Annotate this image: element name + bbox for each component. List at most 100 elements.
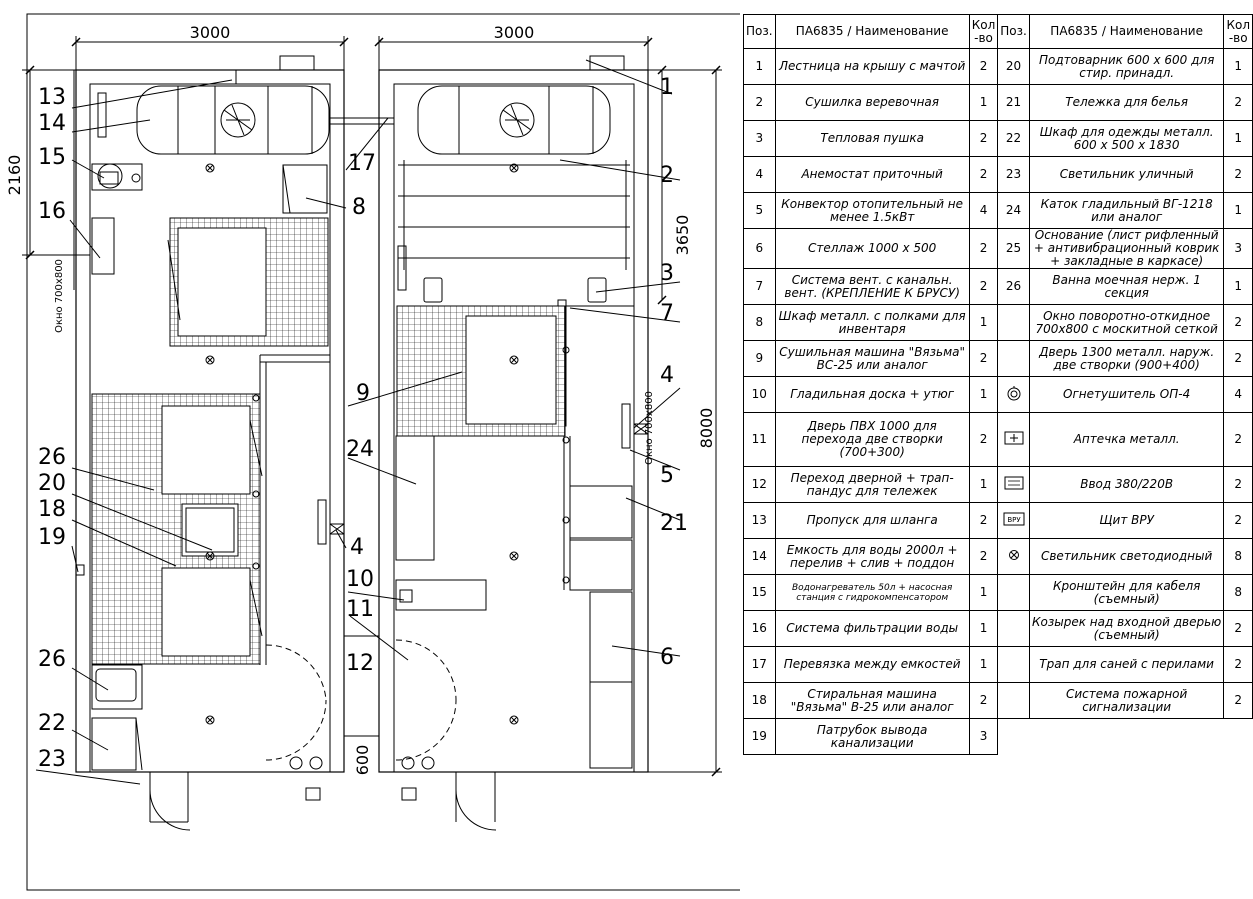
spec-right-qty: 2 (1223, 646, 1253, 683)
spec-right-pos: 22 (997, 120, 1030, 157)
callout-17: 17 (348, 151, 376, 176)
spec-right-name: Шкаф для одежды металл. 600 х 500 х 1830 (1028, 120, 1225, 157)
spec-left-name: Патрубок вывода канализации (774, 718, 970, 755)
spec-header-cell: ПА6835 / Наименование (1028, 14, 1225, 49)
spec-left-name: Пропуск для шланга (774, 502, 970, 539)
extinguisher-icon (401, 756, 435, 770)
spec-left-qty: 1 (968, 466, 999, 503)
spec-left-name: Емкость для воды 2000л + перелив + слив … (774, 538, 970, 575)
spec-left-pos: 10 (743, 376, 776, 413)
drying-rack (398, 160, 630, 270)
spec-right-qty: 2 (1223, 682, 1253, 719)
dim-600: 600 (353, 745, 372, 776)
spec-left-qty: 2 (968, 502, 999, 539)
dim-3650: 3650 (673, 215, 692, 256)
spec-right-pos (997, 574, 1030, 611)
spec-left-qty: 2 (968, 228, 999, 269)
spec-left-name: Анемостат приточный (774, 156, 970, 193)
input-panel-icon (305, 787, 321, 801)
spec-right-qty: 1 (1223, 268, 1253, 305)
spec-left-pos: 6 (743, 228, 776, 269)
spec-right-name: Аптечка металл. (1028, 412, 1225, 467)
callout-14: 14 (38, 111, 66, 136)
spec-right-qty: 2 (1223, 610, 1253, 647)
window-label-right: Окно 700х800 (644, 391, 655, 465)
spec-left-pos: 13 (743, 502, 776, 539)
callout-12: 12 (346, 651, 374, 676)
ext-icon (997, 376, 1030, 413)
callout-3: 3 (660, 261, 674, 286)
spec-left-pos: 12 (743, 466, 776, 503)
spec-left-qty: 2 (968, 120, 999, 157)
spec-header-cell: Кол -во (968, 14, 999, 49)
spec-left-name: Водонагреватель 50л + насосная станция с… (774, 574, 970, 611)
spec-right-name: Окно поворотно-откидное 700х800 с москит… (1028, 304, 1225, 341)
spec-left-qty: 1 (968, 304, 999, 341)
spec-left-pos: 5 (743, 192, 776, 229)
spec-right-qty: 2 (1223, 304, 1253, 341)
spec-right-pos (997, 304, 1030, 341)
spec-left-name: Стиральная машина "Вязьма" В-25 или анал… (774, 682, 970, 719)
lamp-icon (997, 538, 1030, 575)
spec-left-pos: 17 (743, 646, 776, 683)
spec-right-name: Основание (лист рифленный + антивибрацио… (1028, 228, 1225, 269)
callout-2: 2 (660, 163, 674, 188)
spec-left-pos: 1 (743, 48, 776, 85)
spec-right-name: Светильник уличный (1028, 156, 1225, 193)
spec-left-pos: 16 (743, 610, 776, 647)
spec-left-qty: 2 (968, 268, 999, 305)
spec-right-name: Каток гладильный ВГ-1218 или аналог (1028, 192, 1225, 229)
callout-13: 13 (38, 85, 66, 110)
spec-left-qty: 2 (968, 156, 999, 193)
spec-left-qty: 4 (968, 192, 999, 229)
spec-right-pos: 26 (997, 268, 1030, 305)
floor-plan: 3000 3000 2160 Окно 700х800 8000 3650 Ок… (5, 13, 740, 891)
module-right (378, 55, 649, 831)
callout-19: 19 (38, 525, 66, 550)
callout-5: 5 (660, 463, 674, 488)
spec-left-name: Система вент. с канальн. вент. (КРЕПЛЕНИ… (774, 268, 970, 305)
callout-26: 26 (38, 445, 66, 470)
spec-left-name: Лестница на крышу с мачтой (774, 48, 970, 85)
spec-right-qty: 2 (1223, 84, 1253, 121)
spec-right-name: Кронштейн для кабеля (съемный) (1028, 574, 1225, 611)
spec-left-name: Конвектор отопительный не менее 1.5кВт (774, 192, 970, 229)
spec-header-cell: Поз. (743, 14, 776, 49)
spec-right-qty: 1 (1223, 192, 1253, 229)
dimension-top-left: 3000 (71, 23, 349, 70)
spec-left-pos: 3 (743, 120, 776, 157)
module-left (75, 55, 345, 831)
spec-right-name: Щит ВРУ (1028, 502, 1225, 539)
spec-right-qty: 4 (1223, 376, 1253, 413)
spec-header-cell: ПА6835 / Наименование (774, 14, 970, 49)
spec-right-name: Трап для саней с перилами (1028, 646, 1225, 683)
svg-text:ВРУ: ВРУ (1007, 516, 1021, 524)
spec-left-qty: 2 (968, 538, 999, 575)
spec-left-qty: 1 (968, 84, 999, 121)
water-tank-right (417, 85, 611, 155)
spec-right-pos: 24 (997, 192, 1030, 229)
spec-left-qty: 3 (968, 718, 999, 755)
callout-23: 23 (38, 747, 66, 772)
spec-right-pos: 25 (997, 228, 1030, 269)
spec-right-qty: 2 (1223, 340, 1253, 377)
spec-left-qty: 2 (968, 682, 999, 719)
callout-18: 18 (38, 497, 66, 522)
spec-left-pos: 9 (743, 340, 776, 377)
spec-right-qty: 8 (1223, 538, 1253, 575)
spec-empty-cell (1029, 719, 1224, 755)
cabinet-inventory (282, 164, 328, 214)
